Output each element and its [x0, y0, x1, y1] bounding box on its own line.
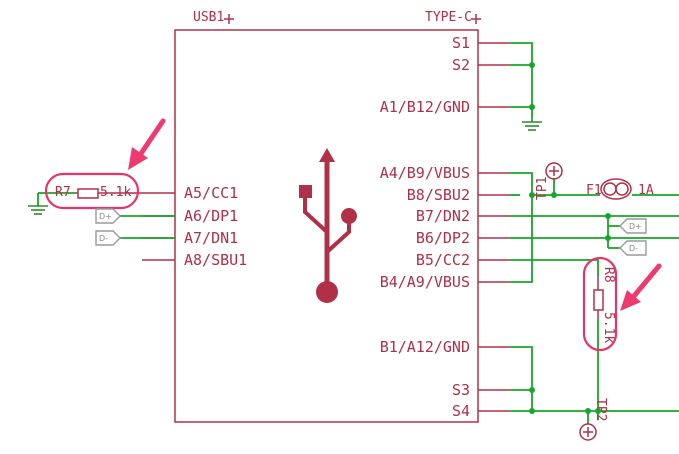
- pin-label-gnd-a1: A1/B12/GND: [380, 98, 470, 116]
- pin-label-cc2: B5/CC2: [416, 251, 470, 269]
- right-pin-stubs: [478, 42, 510, 412]
- port-dn-right[interactable]: [619, 240, 647, 256]
- vbus-net[interactable]: [510, 172, 679, 283]
- ground-symbol-left: [28, 205, 48, 215]
- port-dp-right-label: D+: [629, 222, 642, 231]
- r8-ref-label: R8: [601, 267, 616, 283]
- testpoint-tp1[interactable]: [545, 162, 563, 180]
- resistor-r8[interactable]: [593, 276, 604, 320]
- pin-label-vbus-b4: B4/A9/VBUS: [380, 273, 470, 291]
- ground-symbol-top: [522, 118, 542, 131]
- dp-net-right[interactable]: [510, 235, 679, 249]
- left-pin-stubs: [142, 192, 175, 261]
- port-dn-left-label: D-: [99, 234, 108, 243]
- pin-label-dp1: A6/DP1: [184, 207, 238, 225]
- resistor-r7[interactable]: [76, 188, 100, 199]
- ground-net-bottom[interactable]: [510, 346, 679, 424]
- pin-label-s3: S3: [452, 381, 470, 399]
- pin-label-vbus-a4: A4/B9/VBUS: [380, 164, 470, 182]
- component-ref-label: USB1: [193, 10, 224, 25]
- r8-value-label: 5.1k: [601, 312, 616, 343]
- r7-value-label: 5.1k: [100, 185, 131, 200]
- pin-label-dp2: B6/DP2: [416, 229, 470, 247]
- component-value-label: TYPE-C: [425, 10, 472, 25]
- pin-label-s4: S4: [452, 402, 470, 420]
- pin-label-sbu2: B8/SBU2: [407, 186, 470, 204]
- usb-c-component-body[interactable]: [174, 29, 479, 423]
- testpoint-tp2[interactable]: [579, 423, 597, 441]
- fuse-value-label: 1A: [638, 183, 654, 198]
- usb-logo-icon: [299, 148, 357, 303]
- r8-highlight-ring: [582, 256, 618, 352]
- pin-label-s2: S2: [452, 56, 470, 74]
- port-dp-left-label: D+: [99, 212, 112, 221]
- pin-label-dn2: B7/DN2: [416, 207, 470, 225]
- cc1-net[interactable]: [37, 192, 142, 206]
- pin-label-dn1: A7/DN1: [184, 229, 238, 247]
- port-dp-left[interactable]: [95, 208, 121, 224]
- fuse-f1[interactable]: [600, 178, 632, 200]
- arrow-icon-right: [620, 263, 662, 311]
- r7-highlight-ring: [44, 172, 140, 210]
- tp2-label: TP2: [593, 398, 608, 421]
- pin-label-sbu1: A8/SBU1: [184, 251, 247, 269]
- pin-label-gnd-b1: B1/A12/GND: [380, 338, 470, 356]
- ground-net-top[interactable]: [510, 42, 535, 118]
- port-dp-right[interactable]: [619, 218, 647, 234]
- cc2-net[interactable]: [510, 259, 599, 420]
- dn-net-right[interactable]: [510, 213, 679, 238]
- tp1-label: TP1: [535, 177, 550, 200]
- fuse-ref-label: F1: [586, 183, 602, 198]
- pin-label-s1: S1: [452, 34, 470, 52]
- pin-label-cc1: A5/CC1: [184, 184, 238, 202]
- r7-ref-label: R7: [55, 185, 71, 200]
- arrow-icon-left: [128, 118, 166, 170]
- port-dn-right-label: D-: [629, 244, 638, 253]
- port-dn-left[interactable]: [95, 230, 121, 246]
